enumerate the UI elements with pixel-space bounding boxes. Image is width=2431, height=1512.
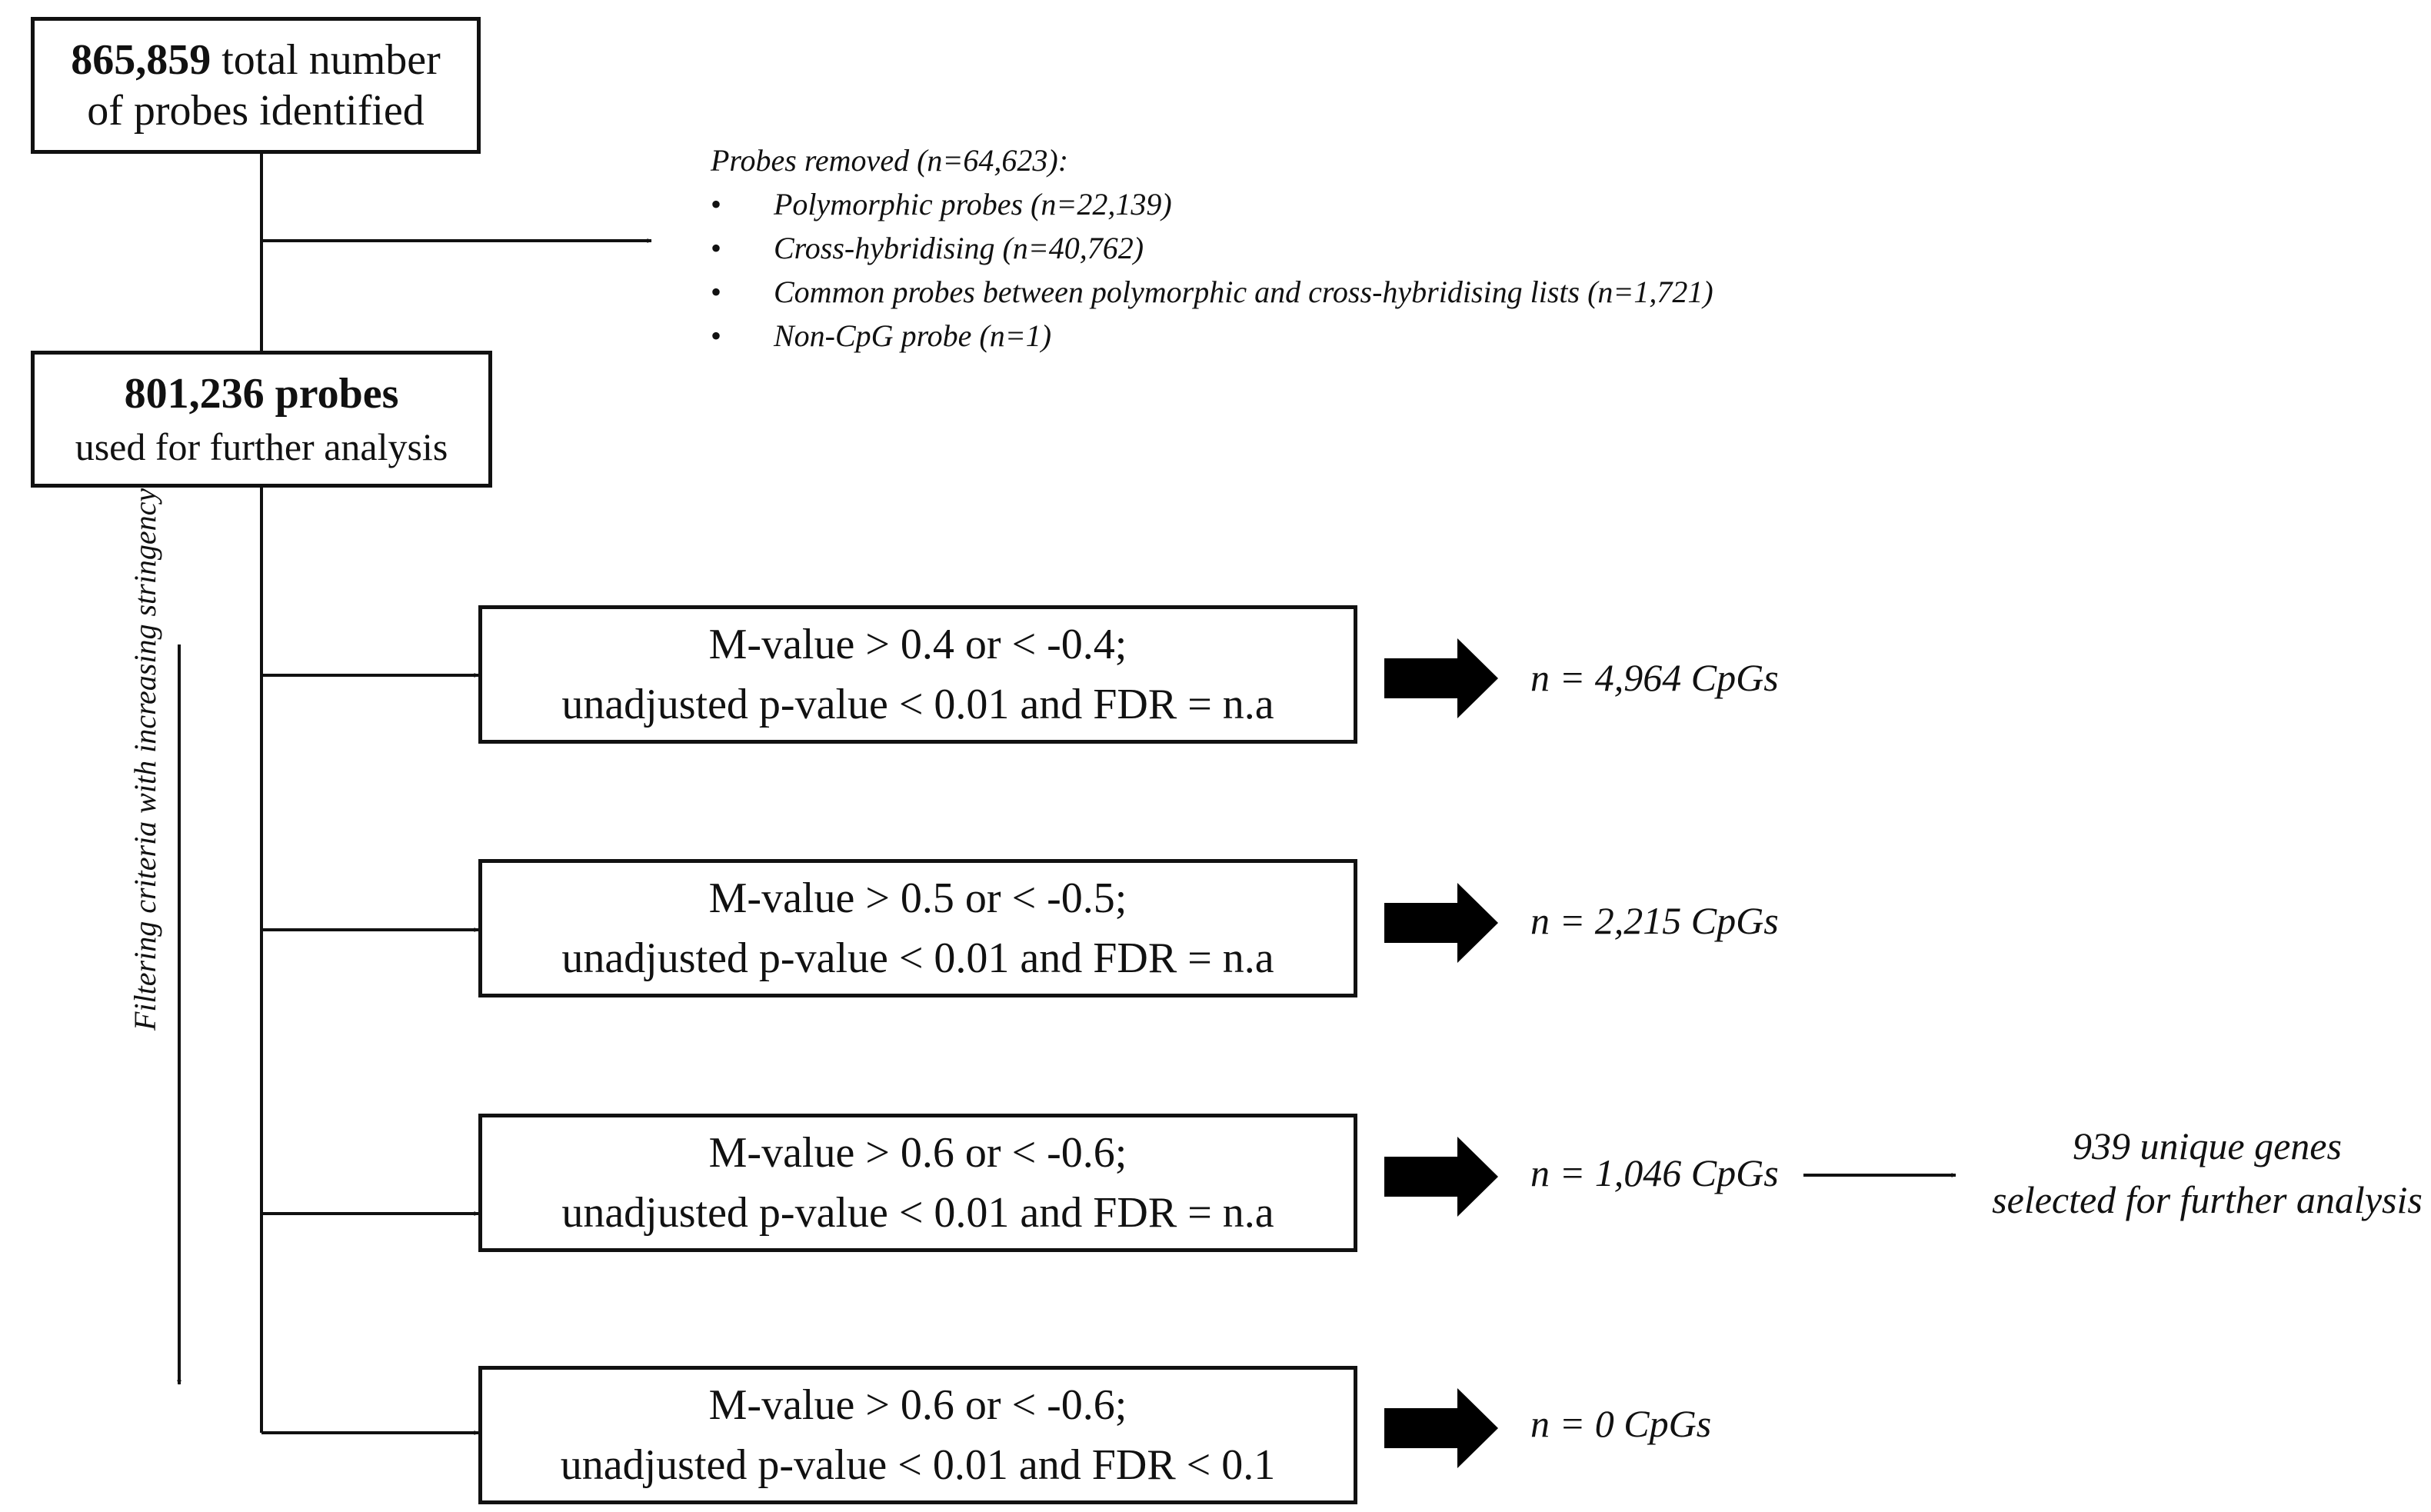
total-probes-count: 865,859 [71, 35, 211, 84]
filter-box-1: M-value > 0.4 or < -0.4; unadjusted p-va… [478, 605, 1357, 744]
list-item: •Common probes between polymorphic and c… [711, 270, 1713, 314]
filter-pvalue: unadjusted p-value < 0.01 and FDR = n.a [561, 1189, 1274, 1237]
result-count-1: n = 4,964 CpGs [1530, 656, 1779, 699]
block-arrow-1 [1384, 638, 1498, 718]
filter-box-2: M-value > 0.5 or < -0.5; unadjusted p-va… [478, 859, 1357, 997]
genes-selected-note: 939 unique genes selected for further an… [1984, 1119, 2430, 1227]
result-count-4: n = 0 CpGs [1530, 1402, 1712, 1445]
filter-mvalue: M-value > 0.5 or < -0.5; [708, 874, 1127, 922]
list-item: •Cross-hybridising (n=40,762) [711, 226, 1713, 270]
used-probes-count: 801,236 probes [124, 370, 399, 418]
removed-heading: Probes removed (n=64,623): [711, 143, 1069, 178]
bullet-icon: • [711, 275, 722, 309]
filter-box-4: M-value > 0.6 or < -0.6; unadjusted p-va… [478, 1366, 1357, 1504]
result-count-3: n = 1,046 CpGs [1530, 1151, 1779, 1194]
removed-probes-list: Probes removed (n=64,623): •Polymorphic … [711, 138, 1713, 358]
filter-mvalue: M-value > 0.4 or < -0.4; [708, 620, 1127, 668]
filter-mvalue: M-value > 0.6 or < -0.6; [708, 1128, 1127, 1177]
bullet-icon: • [711, 187, 722, 221]
bullet-icon: • [711, 231, 722, 265]
total-probes-label: total number [211, 35, 441, 84]
genes-label: selected for further analysis [1992, 1178, 2423, 1221]
bullet-icon: • [711, 318, 722, 353]
list-item: •Polymorphic probes (n=22,139) [711, 182, 1713, 226]
result-count-2: n = 2,215 CpGs [1530, 899, 1779, 942]
total-probes-box: 865,859 total number of probes identifie… [31, 17, 481, 154]
filter-box-3: M-value > 0.6 or < -0.6; unadjusted p-va… [478, 1114, 1357, 1252]
total-probes-label-line2: of probes identified [87, 87, 425, 135]
block-arrow-4 [1384, 1388, 1498, 1468]
stringency-label: Filtering criteria with increasing strin… [128, 488, 162, 1031]
filter-pvalue: unadjusted p-value < 0.01 and FDR < 0.1 [560, 1441, 1276, 1489]
used-probes-box: 801,236 probes used for further analysis [31, 351, 492, 488]
list-item: •Non-CpG probe (n=1) [711, 314, 1713, 358]
filter-mvalue: M-value > 0.6 or < -0.6; [708, 1380, 1127, 1429]
filter-pvalue: unadjusted p-value < 0.01 and FDR = n.a [561, 681, 1274, 728]
filter-pvalue: unadjusted p-value < 0.01 and FDR = n.a [561, 934, 1274, 982]
used-probes-label: used for further analysis [75, 425, 448, 468]
genes-count: 939 unique genes [2073, 1124, 2342, 1167]
block-arrow-2 [1384, 883, 1498, 963]
block-arrow-3 [1384, 1137, 1498, 1217]
